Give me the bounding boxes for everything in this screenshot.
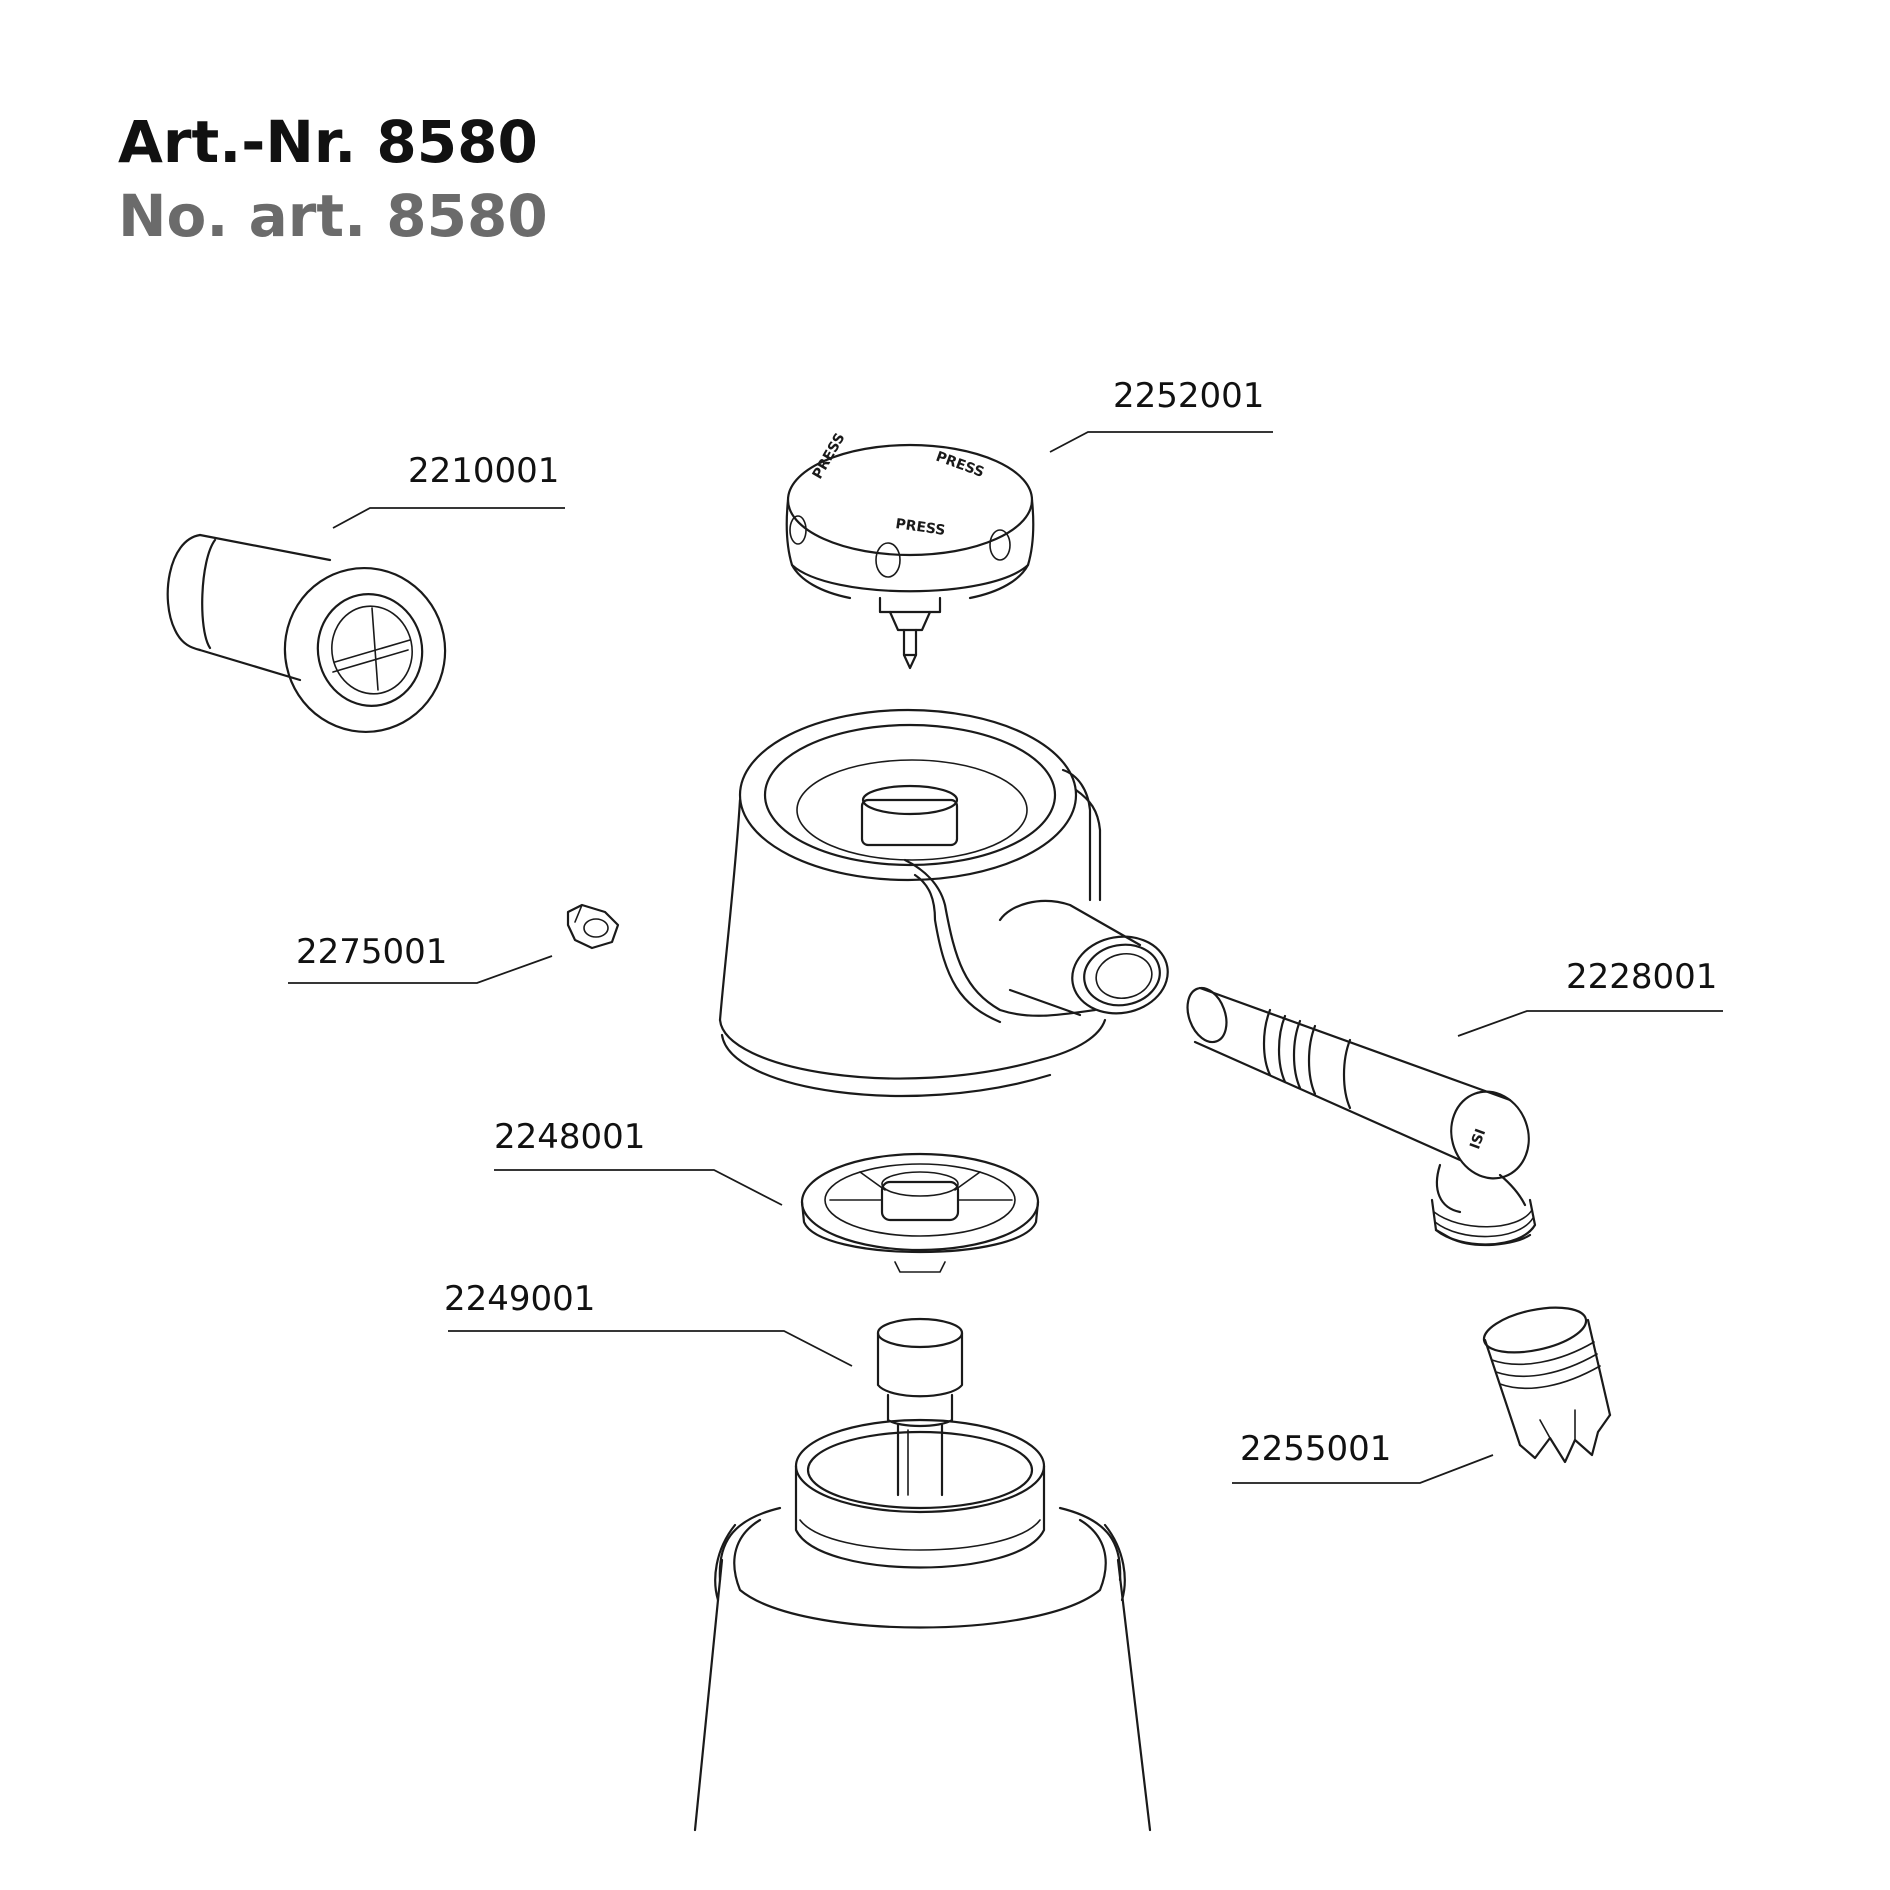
- svg-text:PRESS: PRESS: [894, 516, 946, 539]
- part-2252001-drawing: PRESS PRESS PRESS: [785, 431, 1035, 670]
- leader-2248001: [494, 1169, 783, 1206]
- svg-text:ISI: ISI: [1467, 1127, 1489, 1152]
- part-label-2210001: 2210001: [408, 451, 559, 491]
- part-2255001-drawing: [1482, 1306, 1612, 1464]
- leader-2255001: [1232, 1454, 1494, 1484]
- article-number-title: Art.-Nr. 8580: [118, 108, 538, 176]
- bottle-drawing: [693, 1418, 1152, 1832]
- leader-2210001: [332, 507, 565, 529]
- part-label-2252001: 2252001: [1113, 376, 1264, 416]
- part-label-2255001: 2255001: [1240, 1429, 1391, 1469]
- part-2249001-drawing: [876, 1317, 964, 1497]
- part-label-2249001: 2249001: [444, 1279, 595, 1319]
- part-label-2275001: 2275001: [296, 932, 447, 972]
- part-2248001-drawing: [800, 1152, 1040, 1273]
- head-body-drawing: [718, 708, 1169, 1098]
- part-label-2248001: 2248001: [494, 1117, 645, 1157]
- part-2275001-drawing: [566, 903, 620, 950]
- leader-2228001: [1457, 1010, 1723, 1037]
- part-label-2228001: 2228001: [1566, 957, 1717, 997]
- leader-2252001: [1049, 431, 1273, 453]
- leader-2275001: [288, 955, 553, 984]
- leader-2249001: [448, 1330, 853, 1367]
- part-2210001-drawing: [166, 533, 447, 734]
- article-number-subtitle: No. art. 8580: [118, 182, 548, 250]
- part-2228001-drawing: ISI: [1186, 986, 1537, 1247]
- svg-text:PRESS: PRESS: [810, 431, 849, 482]
